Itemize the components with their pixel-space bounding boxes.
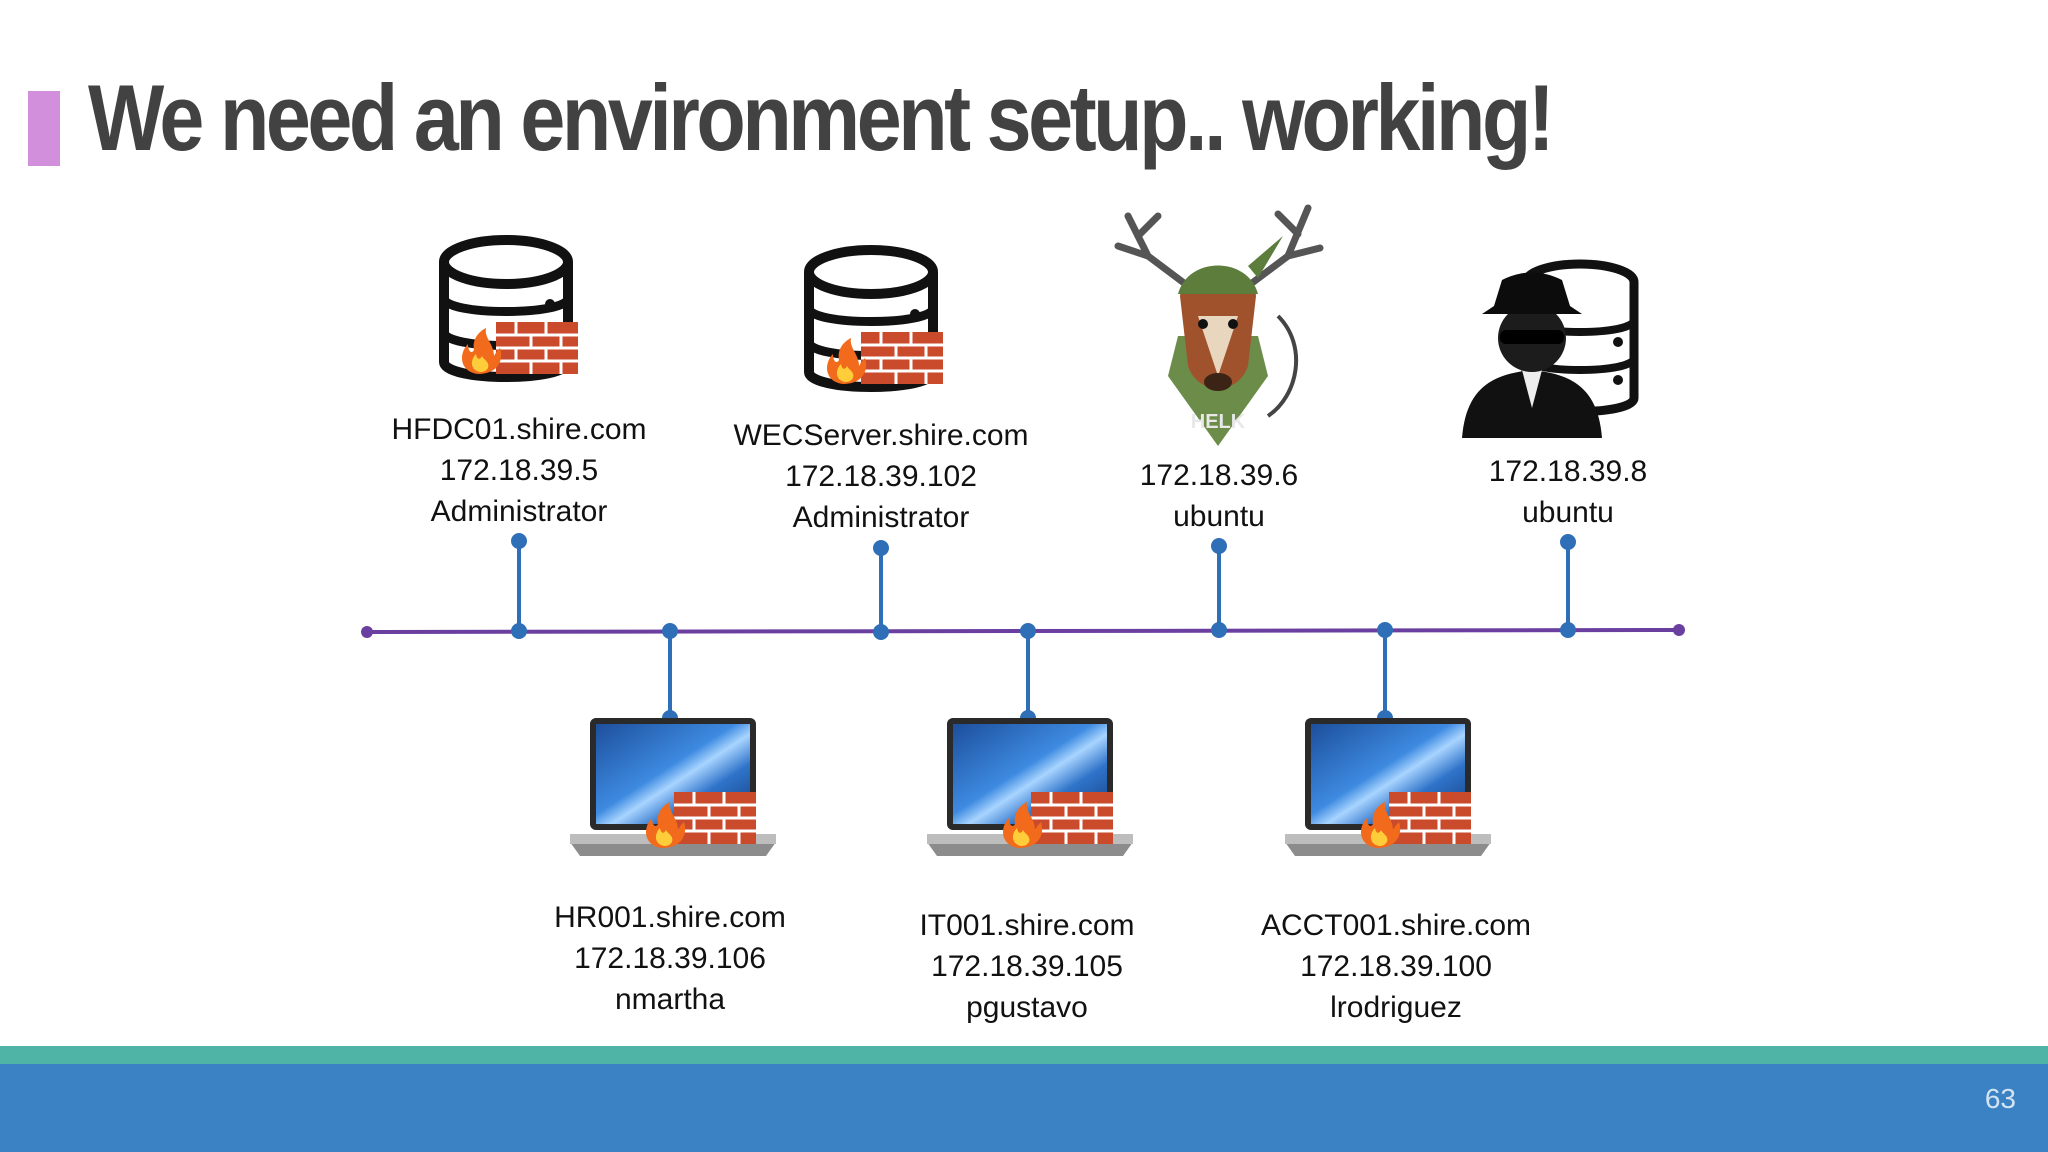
ip-address: 172.18.39.6: [1139, 459, 1299, 492]
node-label-attacker: 172.18.39.8 ubuntu: [1438, 451, 1698, 533]
ip-address: 172.18.39.102: [785, 460, 977, 493]
node-label-it001: IT001.shire.com 172.18.39.105 pgustavo: [877, 905, 1177, 1028]
hostname: HR001.shire.com: [554, 901, 786, 934]
username: nmartha: [614, 983, 726, 1016]
footer-bar: [0, 1064, 2048, 1152]
username: pgustavo: [966, 991, 1088, 1024]
hostname: ACCT001.shire.com: [1260, 909, 1532, 942]
ip-address: 172.18.39.100: [1300, 950, 1492, 983]
node-label-hr001: HR001.shire.com 172.18.39.106 nmartha: [520, 897, 820, 1020]
username: ubuntu: [1173, 500, 1265, 533]
node-label-wecserver: WECServer.shire.com 172.18.39.102 Admini…: [711, 415, 1051, 538]
username: Administrator: [792, 501, 970, 534]
node-label-hfdc01: HFDC01.shire.com 172.18.39.5 Administrat…: [369, 409, 669, 532]
hostname: WECServer.shire.com: [733, 419, 1029, 452]
database-firewall-icon: [439, 235, 580, 382]
bus-endpoint-right: [1673, 624, 1685, 636]
ip-address: 172.18.39.106: [574, 942, 766, 975]
laptop-firewall-icon: [570, 718, 776, 856]
node-label-helk: 172.18.39.6 ubuntu: [1089, 455, 1349, 537]
laptop-firewall-icon: [1285, 718, 1491, 856]
ip-address: 172.18.39.105: [931, 950, 1123, 983]
hacker-server-icon: [1462, 259, 1639, 438]
footer-stripe: [0, 1046, 2048, 1064]
database-firewall-icon: [804, 245, 945, 392]
ip-address: 172.18.39.5: [439, 454, 599, 487]
bus-endpoint-left: [361, 626, 373, 638]
helk-deer-logo-icon: HELK: [1114, 204, 1324, 446]
username: lrodriguez: [1330, 991, 1462, 1024]
hostname: HFDC01.shire.com: [391, 413, 647, 446]
slide-title: We need an environment setup.. working!: [88, 65, 1555, 170]
helk-logo-text: HELK: [1191, 411, 1246, 433]
page-number: 63: [1984, 1083, 2016, 1114]
ip-address: 172.18.39.8: [1488, 455, 1648, 488]
node-label-acct001: ACCT001.shire.com 172.18.39.100 lrodrigu…: [1231, 905, 1561, 1028]
username: Administrator: [430, 495, 608, 528]
username: ubuntu: [1522, 496, 1614, 529]
laptop-firewall-icon: [927, 718, 1133, 856]
hostname: IT001.shire.com: [919, 909, 1135, 942]
title-accent-bar: [28, 91, 60, 166]
